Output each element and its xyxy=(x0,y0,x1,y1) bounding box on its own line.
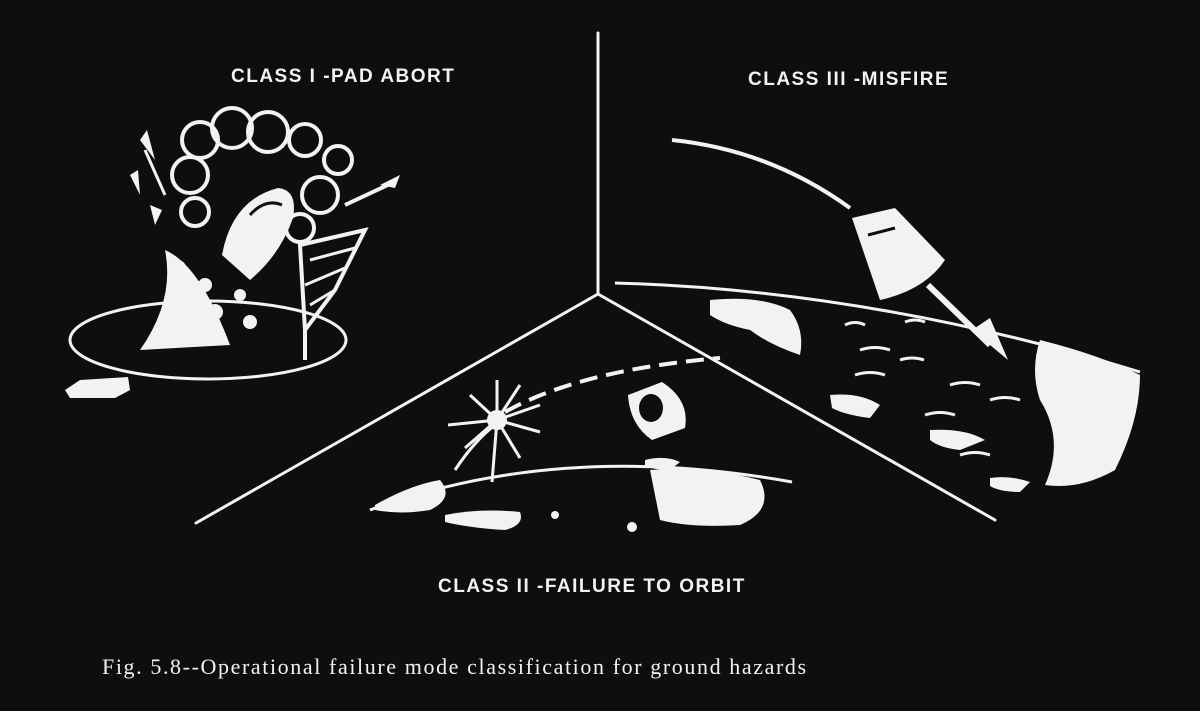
explosion-cloud xyxy=(170,106,354,244)
debris-fragments xyxy=(130,130,400,329)
divider-right xyxy=(596,292,997,522)
panel-dividers xyxy=(194,31,997,525)
earth-terrain-marks xyxy=(844,318,1021,457)
ground-vehicle xyxy=(65,377,130,398)
orbit-trajectory xyxy=(504,356,721,414)
class-2-label: CLASS II -FAILURE TO ORBIT xyxy=(438,576,746,597)
class-1-label: CLASS I -PAD ABORT xyxy=(231,66,456,87)
earth-landmasses-right xyxy=(710,298,1140,492)
misfire-capsule xyxy=(852,208,945,300)
debris-streak-2 xyxy=(143,149,167,196)
misfire-trajectory xyxy=(671,138,852,210)
debris-streak xyxy=(344,181,393,207)
explosion-burst xyxy=(447,380,541,483)
figure-caption: Fig. 5.8--Operational failure mode class… xyxy=(102,654,808,679)
earth-landmasses-center xyxy=(375,457,765,532)
falling-capsule xyxy=(628,382,686,440)
class-3-label: CLASS III -MISFIRE xyxy=(748,69,950,90)
pad-abort-illustration xyxy=(65,106,400,398)
misfire-illustration xyxy=(614,138,1141,492)
failure-to-orbit-illustration xyxy=(369,356,793,532)
capsule-nose xyxy=(222,188,294,280)
divider-left xyxy=(194,292,600,525)
